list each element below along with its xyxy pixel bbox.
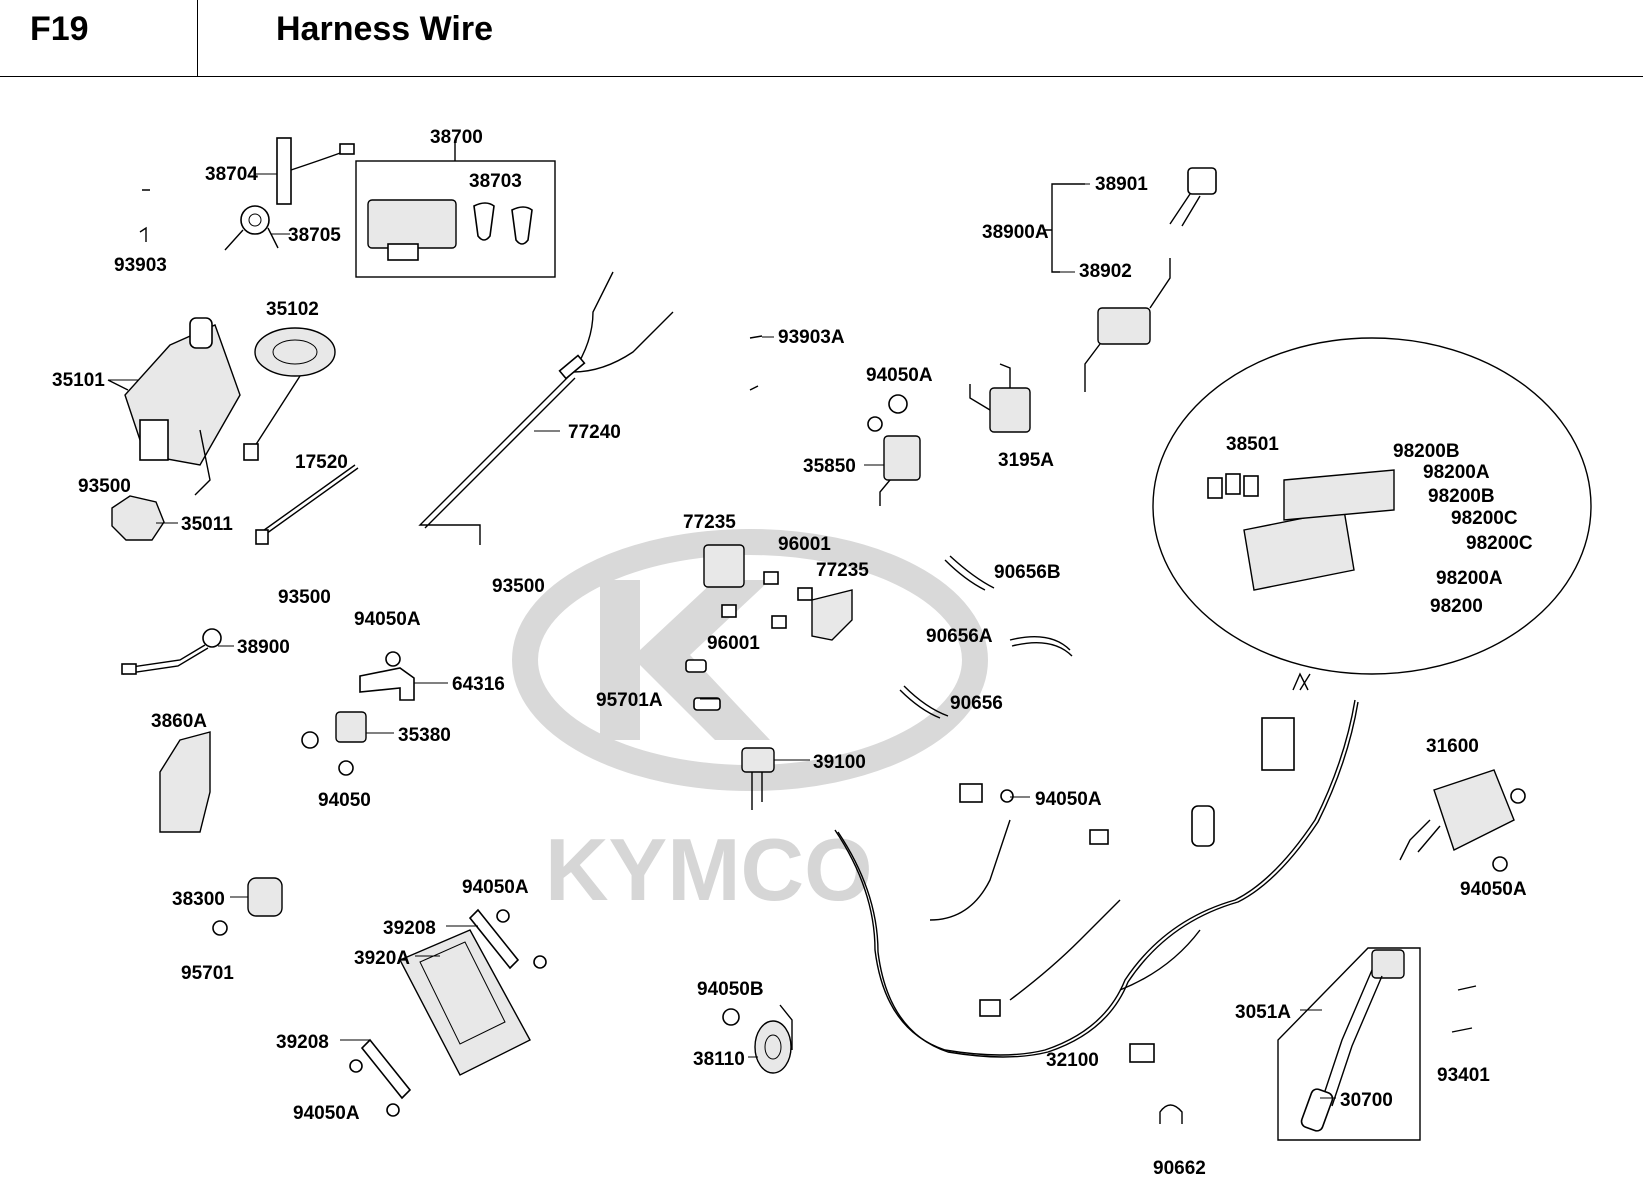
label-95701: 95701 — [181, 963, 234, 984]
label-35102: 35102 — [266, 299, 319, 320]
part-31600-regulator — [1399, 769, 1526, 872]
label-94050A-e: 94050A — [462, 877, 529, 898]
label-35380: 35380 — [398, 725, 451, 746]
label-94050: 94050 — [318, 790, 371, 811]
label-3920A: 3920A — [354, 948, 410, 969]
fuse-box-inset — [1152, 337, 1592, 691]
part-labels: 38700 38704 38703 38705 93903 35102 3510… — [52, 127, 1533, 1179]
label-3051A: 3051A — [1235, 1002, 1291, 1023]
watermark-text: KYMCO — [545, 820, 873, 919]
label-98200C-b: 98200C — [1466, 533, 1533, 554]
label-38902: 38902 — [1079, 261, 1132, 282]
label-38703: 38703 — [469, 171, 522, 192]
label-35101: 35101 — [52, 370, 105, 391]
label-38705: 38705 — [288, 225, 341, 246]
label-30700: 30700 — [1340, 1090, 1393, 1111]
label-39208-a: 39208 — [383, 918, 436, 939]
part-32100-main-harness — [834, 699, 1359, 1063]
label-38901: 38901 — [1095, 174, 1148, 195]
label-94050A-b: 94050A — [354, 609, 421, 630]
part-38900-wire — [121, 628, 222, 675]
part-17520-cable — [255, 464, 359, 545]
part-35101-ignition-switch — [107, 317, 241, 496]
section-code: F19 — [30, 10, 89, 48]
part-35102-cover — [243, 327, 336, 461]
label-98200A-b: 98200A — [1436, 568, 1503, 589]
label-93500-a: 93500 — [78, 476, 131, 497]
label-77235-a: 77235 — [683, 512, 736, 533]
label-93903: 93903 — [114, 255, 167, 276]
header-divider-vertical — [197, 0, 198, 76]
part-64316-bracket — [359, 651, 415, 701]
leader-lines — [108, 173, 1336, 1099]
label-38700: 38700 — [430, 127, 483, 148]
label-90656B: 90656B — [994, 562, 1061, 583]
label-64316: 64316 — [452, 674, 505, 695]
brand-watermark: KYMCO — [512, 529, 988, 919]
part-38704-antenna — [224, 137, 355, 251]
label-35850: 35850 — [803, 456, 856, 477]
part-3051A-ignition-coil — [1277, 947, 1477, 1141]
part-38300-flasher — [212, 877, 283, 936]
label-96001-a: 96001 — [778, 534, 831, 555]
label-31600: 31600 — [1426, 736, 1479, 757]
part-35380-relay — [301, 711, 367, 776]
label-93903A: 93903A — [778, 327, 845, 348]
label-3195A: 3195A — [998, 450, 1054, 471]
label-98200B-b: 98200B — [1428, 486, 1495, 507]
part-38900A-connector-set — [1044, 167, 1217, 392]
part-38110-horn — [722, 1004, 793, 1074]
label-32100: 32100 — [1046, 1050, 1099, 1071]
label-93500-c: 93500 — [492, 576, 545, 597]
part-38700-keyless-set — [355, 140, 556, 278]
part-93903-screws — [139, 189, 150, 242]
label-98200A-a: 98200A — [1423, 462, 1490, 483]
label-94050A-c: 94050A — [1035, 789, 1102, 810]
part-77235-brackets — [685, 544, 853, 711]
label-38110: 38110 — [693, 1049, 745, 1070]
label-35011: 35011 — [181, 514, 233, 535]
label-98200: 98200 — [1430, 596, 1483, 617]
label-77240: 77240 — [568, 422, 621, 443]
label-17520: 17520 — [295, 452, 348, 473]
label-39208-b: 39208 — [276, 1032, 329, 1053]
label-3860A: 3860A — [151, 711, 207, 732]
label-98200B-a: 98200B — [1393, 441, 1460, 462]
label-39100: 39100 — [813, 752, 866, 773]
label-38300: 38300 — [172, 889, 225, 910]
label-98200C-a: 98200C — [1451, 508, 1518, 529]
label-90656: 90656 — [950, 693, 1003, 714]
header-divider-horizontal — [0, 76, 1643, 77]
label-95701A: 95701A — [596, 690, 663, 711]
label-94050A-a: 94050A — [866, 365, 933, 386]
part-35850-relay — [749, 335, 921, 506]
label-38704: 38704 — [205, 164, 258, 185]
label-90662: 90662 — [1153, 1158, 1206, 1179]
label-94050B: 94050B — [697, 979, 764, 1000]
part-3920A-ecu — [349, 908, 547, 1117]
label-38900A: 38900A — [982, 222, 1049, 243]
label-93401: 93401 — [1437, 1065, 1490, 1086]
label-90656A: 90656A — [926, 626, 993, 647]
part-3860A-unit — [159, 731, 211, 833]
label-38501: 38501 — [1226, 434, 1279, 455]
label-77235-b: 77235 — [816, 560, 869, 581]
part-35011-cap — [111, 495, 165, 541]
label-94050A-d: 94050A — [1460, 879, 1527, 900]
label-93500-b: 93500 — [278, 587, 331, 608]
page-header: F19 Harness Wire — [0, 0, 1643, 77]
part-90656-clamps — [899, 555, 1183, 1124]
part-77240-cable — [418, 271, 674, 545]
label-96001-b: 96001 — [707, 633, 760, 654]
part-3195A-relay — [969, 363, 1031, 433]
label-38900: 38900 — [237, 637, 290, 658]
page-title: Harness Wire — [276, 10, 494, 48]
label-94050A-f: 94050A — [293, 1103, 360, 1124]
